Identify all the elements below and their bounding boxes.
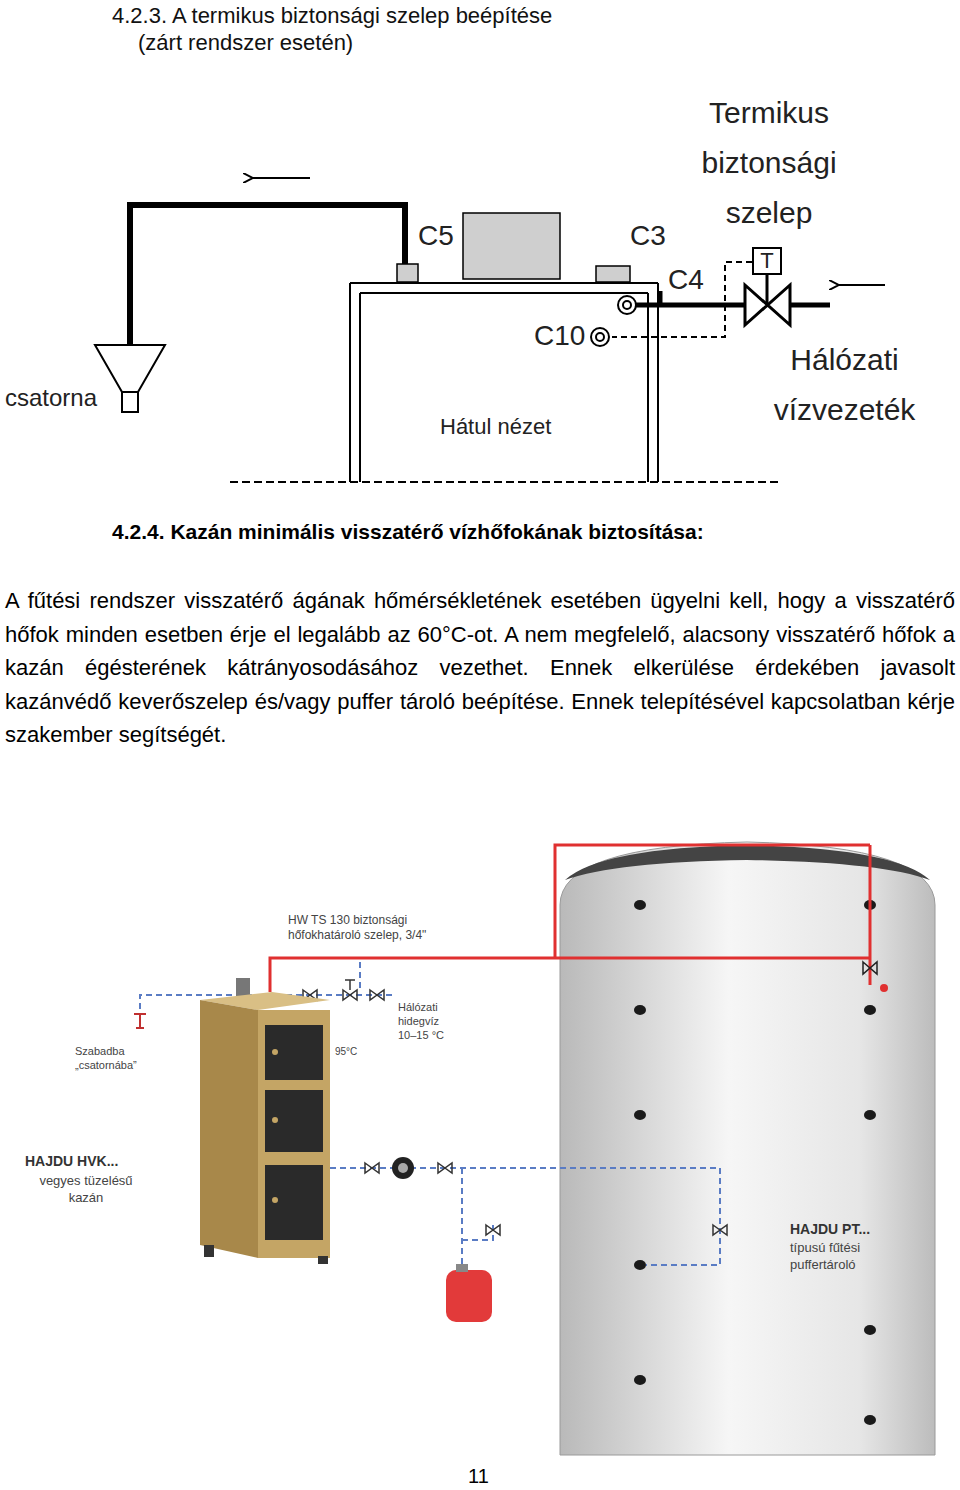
drain-tap: [134, 1014, 146, 1028]
text-slot: Hátul nézet: [440, 414, 551, 440]
page-number: 11: [468, 1464, 489, 1488]
flow-arrow: [838, 284, 885, 286]
text-slot: HW TS 130 biztonsági hőfokhatároló szele…: [288, 913, 458, 943]
pump-symbol: [392, 1157, 414, 1179]
connector-name: C5: [418, 220, 454, 252]
section-heading: 4.2.4. Kazán minimális visszatérő vízhőf…: [112, 518, 957, 546]
product-name: HAJDU HVK...: [25, 1152, 118, 1170]
valve-cluster: [303, 980, 727, 1235]
text-slot: C4: [668, 264, 704, 296]
callout-text: Hálózati vízvezeték: [752, 335, 937, 435]
connector-name: C10: [534, 320, 585, 352]
cold-water-pipes: [140, 962, 720, 1266]
pipe-circles: [591, 296, 636, 346]
text-slot: Hálózati hidegvíz 10–15 °C: [398, 1000, 460, 1042]
callout-text: HW TS 130 biztonsági hőfokhatároló szele…: [288, 913, 458, 943]
connector-name: C4: [668, 264, 704, 296]
floor-line: [230, 481, 780, 483]
drain-funnel: [95, 345, 165, 412]
product-description: típusú fűtési puffertároló: [790, 1239, 910, 1273]
text-slot: C10: [534, 320, 585, 352]
text-slot: 4.2.3. A termikus biztonsági szelep beép…: [112, 2, 578, 56]
text-slot: 95°C: [335, 1045, 357, 1058]
drain-pipe: [130, 205, 405, 345]
expansion-vessel: [446, 1264, 492, 1322]
temperature-mark: 95°C: [335, 1045, 357, 1058]
vent: [880, 984, 888, 992]
text-slot: vegyes tüzelésű kazán: [25, 1172, 147, 1206]
text-slot: Termikus biztonsági szelep: [684, 88, 854, 238]
text-slot: HAJDU HVK...: [25, 1152, 118, 1170]
boiler-picture: [200, 978, 330, 1264]
view-name: Hátul nézet: [440, 414, 551, 440]
body-paragraph: A fűtési rendszer visszatérő ágának hőmé…: [5, 584, 955, 752]
section-heading: 4.2.3. A termikus biztonsági szelep beép…: [112, 2, 578, 56]
flow-pipes: [270, 845, 870, 992]
node-text: T: [760, 249, 773, 273]
part-name: csatorna: [5, 384, 97, 412]
text-slot: C5: [418, 220, 454, 252]
connector-name: C3: [630, 220, 666, 252]
text-slot: 4.2.4. Kazán minimális visszatérő vízhőf…: [112, 518, 957, 546]
product-description: vegyes tüzelésű kazán: [25, 1172, 147, 1206]
callout-text: Termikus biztonsági szelep: [684, 88, 854, 238]
buffer-tank: [560, 842, 935, 1455]
thermostat-box: T: [752, 247, 782, 275]
product-name: HAJDU PT...: [790, 1220, 870, 1238]
valve-symbol: [863, 962, 877, 974]
text-slot: Hálózati vízvezeték: [752, 335, 937, 435]
flow-arrow: [252, 177, 310, 179]
text-slot: A fűtési rendszer visszatérő ágának hőmé…: [5, 584, 955, 752]
sensor-line: [612, 262, 752, 337]
text-slot: csatorna: [5, 384, 97, 412]
text-slot: típusú fűtési puffertároló: [790, 1239, 910, 1273]
boiler-connectors: [397, 213, 630, 282]
text-slot: C3: [630, 220, 666, 252]
text-slot: Szabadba „csatornába”: [75, 1044, 155, 1072]
text-slot: HAJDU PT...: [790, 1220, 870, 1238]
callout-text: Szabadba „csatornába”: [75, 1044, 155, 1072]
boiler-frame: [350, 283, 658, 482]
text-slot: 11: [468, 1464, 489, 1488]
valve-symbol: [745, 275, 790, 325]
supply-pipe: [636, 291, 830, 305]
callout-text: Hálózati hidegvíz 10–15 °C: [398, 1000, 460, 1042]
